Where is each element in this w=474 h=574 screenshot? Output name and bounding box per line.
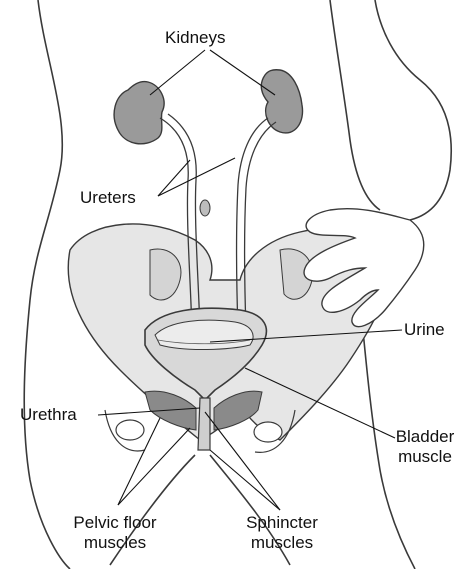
leader-kidneys-left (149, 49, 206, 96)
leader-sphincter-left (204, 411, 281, 511)
leader-ureters-right (157, 157, 236, 197)
label-kidneys: Kidneys (165, 28, 226, 47)
leader-pelvic-left (117, 417, 161, 506)
leader-urethra (97, 407, 201, 416)
label-sphincter-line1: Sphincter (246, 513, 318, 532)
label-bladder-line1: Bladder (395, 427, 455, 446)
bladder (144, 307, 268, 402)
kidney-right (260, 69, 304, 134)
label-pelvic-line1: Pelvic floor (73, 513, 157, 532)
kidney-left (113, 80, 165, 145)
leader-bladder (244, 367, 396, 439)
label-sphincter-muscles: Sphincter muscles (222, 513, 342, 553)
leader-pelvic-right (117, 427, 191, 506)
torso-outline (23, 0, 453, 570)
leader-lines (97, 49, 403, 511)
hand (303, 207, 425, 328)
label-pelvic-line2: muscles (83, 533, 147, 552)
leader-ureters-left (157, 159, 191, 197)
leader-kidneys-right (209, 49, 276, 96)
label-ureters: Ureters (80, 188, 136, 207)
label-sphincter-line2: muscles (250, 533, 314, 552)
label-bladder-muscle: Bladder muscle (385, 427, 465, 467)
leader-sphincter-right (209, 449, 281, 511)
ureters (159, 113, 277, 331)
label-urethra: Urethra (20, 405, 77, 424)
urethra (197, 397, 211, 451)
label-bladder-line2: muscle (398, 447, 452, 466)
navel (199, 199, 211, 217)
leader-urine (209, 329, 403, 343)
label-pelvic-floor-muscles: Pelvic floor muscles (45, 513, 185, 553)
label-urine: Urine (404, 320, 445, 339)
